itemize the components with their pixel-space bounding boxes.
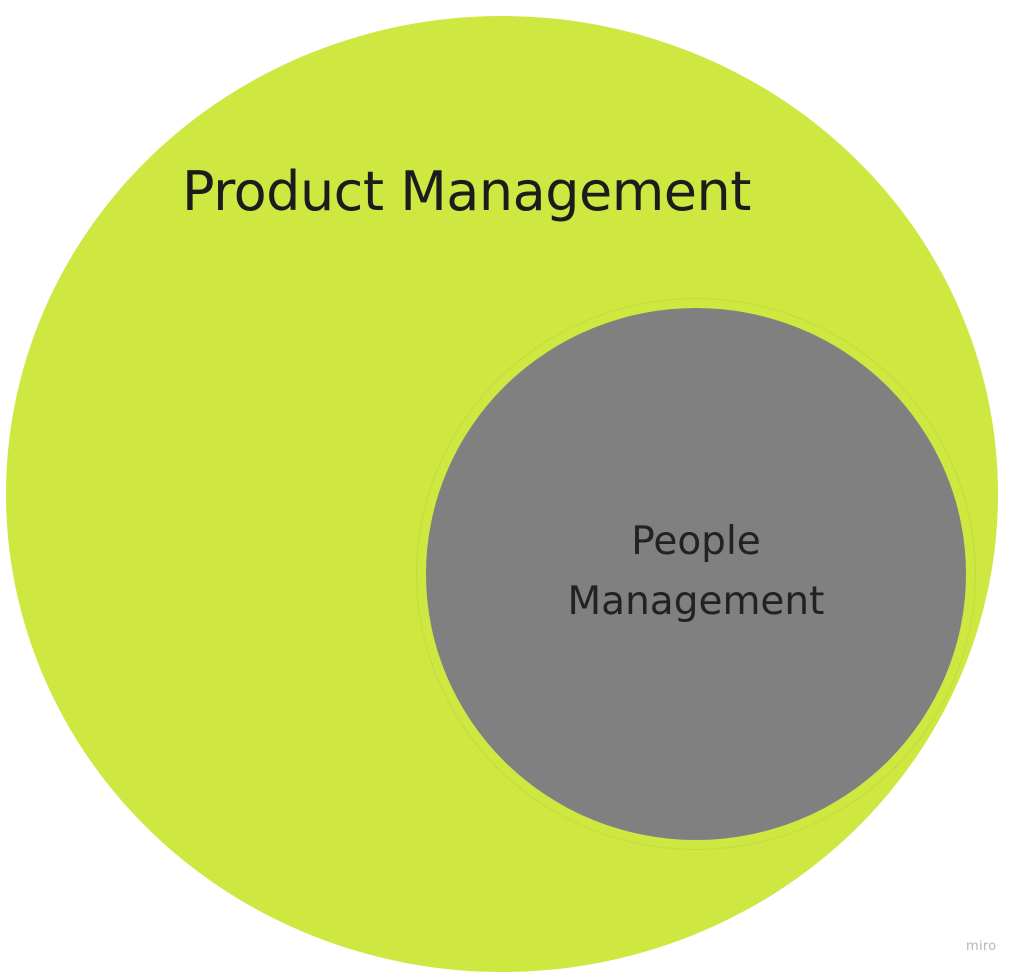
- people-management-circle: [426, 308, 966, 840]
- product-management-label: Product Management: [182, 160, 751, 223]
- people-management-halo: [416, 298, 976, 850]
- people-management-label: People Management: [567, 519, 825, 624]
- miro-watermark: miro: [966, 939, 997, 954]
